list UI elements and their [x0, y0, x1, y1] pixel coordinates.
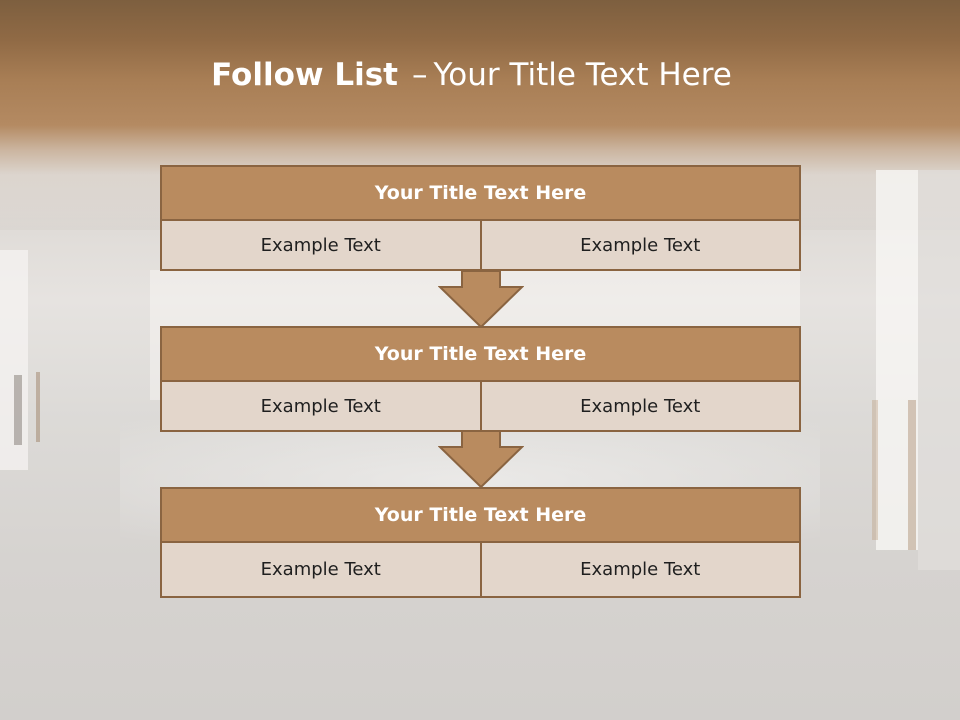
block-cell-left: Example Text [160, 221, 482, 271]
list-block-3: Your Title Text Here Example Text Exampl… [160, 487, 801, 598]
block-cell-right: Example Text [481, 543, 801, 598]
block-cell-right: Example Text [481, 382, 801, 432]
block-title: Your Title Text Here [160, 165, 801, 221]
slide-title-bold: Follow List [211, 57, 398, 93]
background-pillar-right [876, 170, 918, 550]
block-cell-left: Example Text [160, 543, 482, 598]
block-row: Example Text Example Text [160, 221, 801, 271]
list-block-1: Your Title Text Here Example Text Exampl… [160, 165, 801, 271]
slide-title-rest: Your Title Text Here [433, 57, 732, 93]
background-pillar-left-stripe-2 [36, 372, 40, 442]
block-row: Example Text Example Text [160, 543, 801, 598]
block-cell-left: Example Text [160, 382, 482, 432]
background-pillar-left-stripe [14, 375, 22, 445]
block-title: Your Title Text Here [160, 487, 801, 543]
background-pillar-right-stripe-2 [872, 400, 878, 540]
list-block-2: Your Title Text Here Example Text Exampl… [160, 326, 801, 432]
background-pillar-left [0, 250, 28, 470]
down-arrow-icon [438, 431, 524, 489]
background-pillar-right-stripe [908, 400, 916, 550]
background-right-wall [918, 170, 960, 570]
block-title: Your Title Text Here [160, 326, 801, 382]
slide-title-dash: – [411, 57, 428, 93]
down-arrow-icon [438, 271, 524, 329]
slide-title: Follow List–Your Title Text Here [0, 52, 943, 98]
block-cell-right: Example Text [481, 221, 801, 271]
block-row: Example Text Example Text [160, 382, 801, 432]
